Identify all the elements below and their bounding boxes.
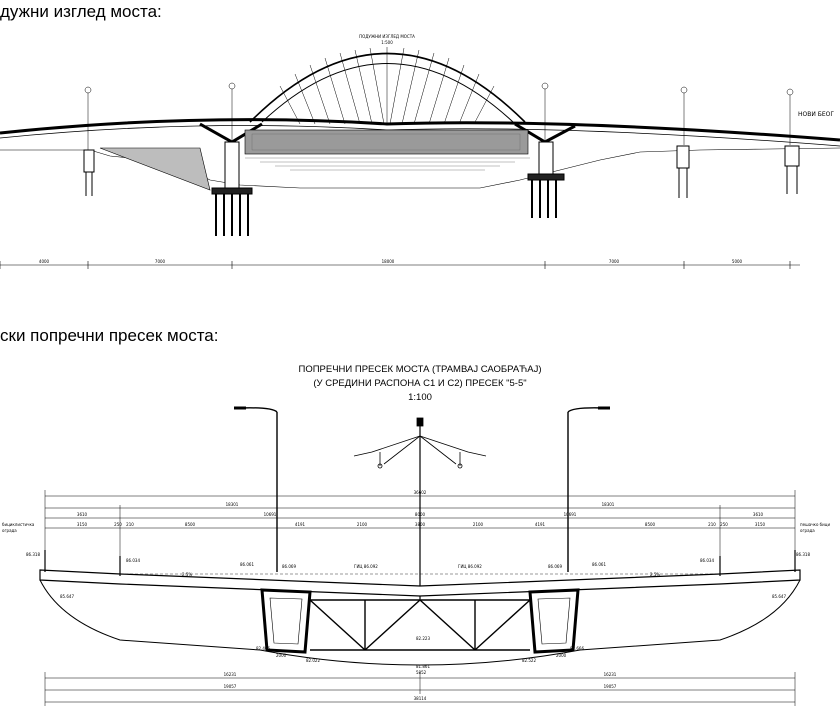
- dim-row3-5: 4191: [295, 522, 306, 527]
- longitudinal-view-heading: дужни изглед моста:: [0, 2, 162, 21]
- elev-inner-l2: 86.069: [282, 564, 296, 569]
- dim-row3-1: 3150: [77, 522, 88, 527]
- elev-left: 86.318: [26, 552, 40, 557]
- elev-r2: 86.034: [700, 558, 714, 563]
- dim-row3-12: 250: [720, 522, 728, 527]
- dim-half-left: 18301: [226, 502, 239, 507]
- right-destination-label: НОВИ БЕОГ: [798, 111, 834, 118]
- box-elev-r2: 82.666: [570, 646, 584, 651]
- center-dimension: 5852: [416, 670, 427, 675]
- elev-l2: 86.034: [126, 558, 140, 563]
- dim-row3-8: 2100: [473, 522, 484, 527]
- elev-inner-r2: 86.061: [592, 562, 606, 567]
- dim-row3-9: 4191: [535, 522, 546, 527]
- dim-row2-1: 3610: [77, 512, 88, 517]
- top-dim-1: 4000: [39, 259, 50, 264]
- dim-row3-7: 3800: [415, 522, 426, 527]
- slope-right: 2.5%: [650, 572, 660, 577]
- railings: [44, 550, 796, 576]
- right-side-label-2: ограда: [800, 528, 815, 533]
- water-lines: [245, 157, 530, 171]
- piles-left: [215, 194, 249, 236]
- pile-cap-left: [211, 187, 253, 195]
- dim-bottom-1-right: 16231: [604, 672, 617, 677]
- elev-inner-r1: 86.069: [548, 564, 562, 569]
- dim-bottom-1-left: 16231: [224, 672, 237, 677]
- elev-right: 86.318: [796, 552, 810, 557]
- dim-row3-6: 2100: [357, 522, 368, 527]
- top-dim-5: 5000: [732, 259, 743, 264]
- dim-bottom-total: 38114: [414, 696, 427, 701]
- box-elev-r1: 82.522: [522, 658, 536, 663]
- elev-bottom-right: 85.647: [772, 594, 786, 599]
- dim-half-right: 18301: [602, 502, 615, 507]
- box-girder-right: [528, 588, 580, 654]
- pile-cap-right: [527, 173, 565, 181]
- underside-left: [39, 579, 261, 651]
- dim-row3-4: 8500: [185, 522, 196, 527]
- right-side-label-1: пешачко бици: [800, 522, 830, 527]
- axis-markers: [84, 82, 794, 150]
- box-elev-l2: 82.022: [306, 658, 320, 663]
- center-elev-1: 82.223: [416, 636, 430, 641]
- side-piers: [83, 145, 800, 198]
- center-elev-2: 81.861: [416, 664, 430, 669]
- cross-section-title-1: ПОПРЕЧНИ ПРЕСЕК МОСТА (ТРАМВАЈ САОБРАЋАЈ…: [298, 364, 541, 375]
- dim-row3-3: 210: [126, 522, 134, 527]
- cross-dimension-lines: [44, 490, 796, 560]
- dim-bottom-2-right: 19057: [604, 684, 617, 689]
- box-girder-left: [260, 588, 312, 654]
- dim-row2-5: 3610: [753, 512, 764, 517]
- dim-row2-2: 10691: [264, 512, 277, 517]
- arch-outer: [249, 52, 526, 123]
- top-dimension-ticks: [0, 261, 791, 269]
- dim-row2-4: 10691: [564, 512, 577, 517]
- pier-left: [224, 141, 240, 191]
- deck-box-inner: [251, 133, 521, 151]
- left-side-label-2: ограда: [2, 528, 17, 533]
- embankment-left: [99, 147, 211, 191]
- ground-profile: [0, 147, 840, 189]
- cross-section-scale: 1:100: [408, 392, 432, 403]
- box-elev-l1: 82.466: [256, 646, 270, 651]
- cross-section-title-2: (У СРЕДИНИ РАСПОНА С1 И С2) ПРЕСЕК "5-5": [313, 378, 526, 389]
- pier-right: [538, 141, 554, 177]
- longitudinal-title: ПОДУЖНИ ИЗГЛЕД МОСТА: [359, 34, 415, 39]
- arch-hangers: [279, 47, 495, 125]
- box-width-right: 2000: [556, 653, 567, 658]
- arch-inner: [261, 63, 514, 123]
- cross-section-view: ПОПРЕЧНИ ПРЕСЕК МОСТА (ТРАМВАЈ САОБРАЋАЈ…: [2, 364, 830, 706]
- deck-box-fill: [244, 129, 529, 155]
- longitudinal-view: ПОДУЖНИ ИЗГЛЕД МОСТА 1:500: [0, 34, 840, 269]
- box-width-left: 2000: [276, 653, 287, 658]
- elev-inner-l1: 86.061: [240, 562, 254, 567]
- elev-bottom-left: 85.647: [60, 594, 74, 599]
- dim-total-top: 36602: [414, 490, 427, 495]
- dim-row3-11: 210: [708, 522, 716, 527]
- cross-truss: [309, 599, 531, 651]
- dim-row3-2: 250: [114, 522, 122, 527]
- dim-row2-3: 8000: [415, 512, 426, 517]
- elev-gic-right: ГИЦ 86.092: [458, 564, 482, 569]
- lamp-pole-left: [234, 406, 278, 572]
- slope-left: 2.5%: [182, 572, 192, 577]
- piles-right: [531, 180, 557, 218]
- longitudinal-scale: 1:500: [381, 40, 393, 45]
- dim-row3-13: 3150: [755, 522, 766, 527]
- dim-bottom-2-left: 19057: [224, 684, 237, 689]
- elev-gic-left: ГИЦ 86.092: [354, 564, 378, 569]
- dim-row3-10: 8500: [645, 522, 656, 527]
- left-side-label-1: бициклистичка: [2, 522, 35, 527]
- lamp-pole-right: [567, 406, 610, 572]
- top-dim-4: 7000: [609, 259, 620, 264]
- bottom-dimension-lines: [44, 672, 796, 706]
- underside-right: [579, 579, 801, 651]
- cross-section-heading: ски попречни пресек моста:: [0, 326, 219, 345]
- deck-girder: [0, 118, 840, 142]
- top-dim-2: 7000: [155, 259, 166, 264]
- top-dim-3: 18000: [382, 259, 395, 264]
- underside-center: [259, 649, 581, 666]
